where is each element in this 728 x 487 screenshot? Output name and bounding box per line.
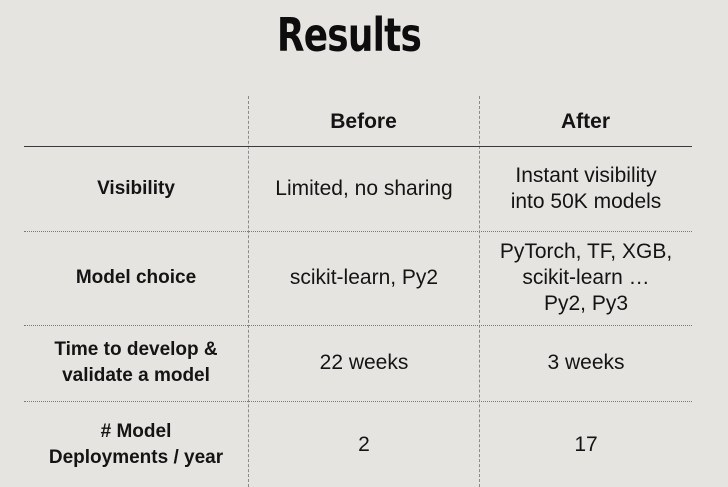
cell-time-to-develop-before: 22 weeks — [249, 326, 479, 400]
column-header-after: After — [479, 100, 692, 144]
cell-visibility-before: Limited, no sharing — [249, 148, 479, 230]
cell-model-deployments-before: 2 — [249, 402, 479, 487]
cell-text: scikit-learn, Py2 — [289, 266, 439, 289]
cell-model-choice-after: PyTorch, TF, XGB, scikit-learn … Py2, Py… — [480, 232, 692, 324]
column-divider — [479, 96, 480, 487]
row-label-visibility: Visibility — [24, 148, 248, 230]
row-label-time-to-develop: Time to develop & validate a model — [24, 326, 248, 400]
row-divider — [24, 325, 692, 326]
cell-text: PyTorch, TF, XGB, scikit-learn … Py2, Py… — [499, 240, 673, 315]
column-header-label: Before — [330, 110, 397, 133]
row-divider — [24, 231, 692, 232]
row-divider — [24, 401, 692, 402]
row-label-text: # Model Deployments / year — [48, 420, 224, 468]
row-label-model-choice: Model choice — [24, 232, 248, 324]
cell-text: 2 — [358, 432, 370, 456]
header-divider — [24, 146, 692, 147]
column-divider — [248, 96, 249, 487]
row-label-model-deployments: # Model Deployments / year — [24, 402, 248, 487]
cell-text: Limited, no sharing — [275, 177, 453, 200]
cell-text: Instant visibility into 50K models — [510, 164, 662, 213]
cell-text: 17 — [574, 432, 598, 456]
column-header-label: After — [560, 110, 610, 133]
row-label-text: Visibility — [97, 178, 175, 199]
column-header-before: Before — [248, 100, 479, 144]
cell-model-deployments-after: 17 — [480, 402, 692, 487]
cell-model-choice-before: scikit-learn, Py2 — [249, 232, 479, 324]
cell-text: 22 weeks — [319, 351, 409, 374]
cell-visibility-after: Instant visibility into 50K models — [480, 148, 692, 230]
cell-text: 3 weeks — [547, 351, 625, 374]
slide-title: Results — [276, 8, 422, 62]
cell-time-to-develop-after: 3 weeks — [480, 326, 692, 400]
row-label-text: Model choice — [75, 267, 197, 288]
row-label-text: Time to develop & validate a model — [54, 339, 218, 386]
